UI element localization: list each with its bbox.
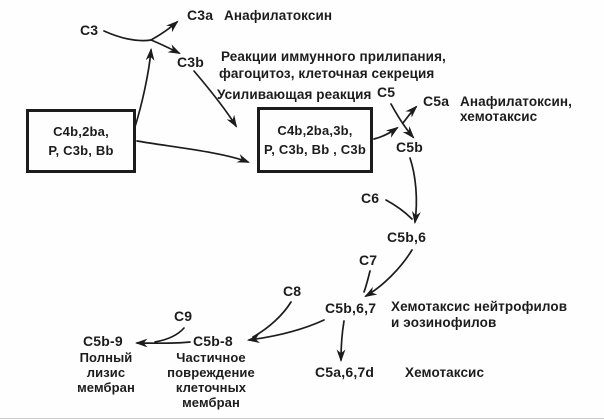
box-c5-convertase-line2: P, C3b, Bb , C3b: [264, 142, 366, 157]
node-c5b9: C5b-9: [83, 333, 123, 349]
arrow-c9-join: [154, 327, 185, 343]
arrow-c5b6-to-c5b67: [364, 249, 413, 298]
label-amplifying-reaction: Усиливающая реакция: [217, 87, 372, 102]
caption-c5b9-line2: лизис: [86, 365, 126, 380]
arrow-c5b8-to-c5b9: [134, 338, 191, 348]
node-c7: C7: [359, 252, 378, 268]
caption-c5b9-block: Полный лизис мембран: [60, 350, 152, 395]
arrow-c3-to-c3a: [150, 20, 179, 41]
node-c5b67: C5b,6,7: [325, 300, 377, 316]
arrow-c6-join: [385, 199, 413, 220]
node-c9: C9: [174, 308, 193, 324]
arrow-c3-to-c3b: [150, 39, 181, 54]
node-c5: C5: [377, 84, 396, 100]
arrow-c5b67-to-c5b8: [246, 319, 325, 344]
arrow-c8-join: [252, 301, 292, 338]
box-c5-convertase-line1: C4b,2ba,3b,: [277, 123, 353, 138]
box-c5-convertase: C4b,2ba,3b, P, C3b, Bb , C3b: [257, 107, 373, 173]
caption-c5b67-line2: и эозинофилов: [391, 315, 497, 330]
arrow-c3b-to-c5convertase: [193, 70, 238, 128]
node-c5b6: C5b,6: [387, 229, 427, 245]
node-c8: C8: [283, 283, 302, 299]
box-c3-convertase: C4b,2ba, P, C3b, Bb: [26, 109, 136, 173]
caption-c5b9-line3: мембран: [77, 380, 135, 395]
caption-c3a-anaphylatoxin: Анафилатоксин: [224, 8, 333, 23]
node-c5a: C5a: [423, 93, 450, 109]
node-c5b: C5b: [396, 139, 424, 155]
caption-c5b8-line4: мембран: [182, 395, 240, 410]
caption-c5b8-line2: повреждение: [167, 365, 255, 380]
node-c3b: C3b: [177, 54, 205, 70]
arrow-feedback-box-to-c3: [133, 47, 155, 131]
node-c5b8: C5b-8: [193, 333, 233, 349]
arrow-c5-to-c5b: [390, 103, 415, 139]
caption-c5a-line1: Анафилатоксин,: [460, 94, 572, 109]
caption-c5a-line2: хемотаксис: [460, 109, 538, 124]
caption-c5a67d-chemotaxis: Хемотаксис: [405, 365, 485, 380]
arrow-c5convertase-to-c5: [373, 126, 399, 140]
node-c6: C6: [361, 190, 380, 206]
caption-c5b8-line1: Частичное: [176, 350, 246, 365]
arrow-c5-to-c5a: [402, 105, 418, 124]
arrow-c3-stem: [103, 30, 152, 42]
caption-c5b8-block: Частичное повреждение клеточных мембран: [158, 350, 264, 410]
arrow-c5b67-to-c5a67d: [336, 320, 346, 363]
node-c5a67d: C5a,6,7d: [315, 364, 375, 380]
caption-c3b-line2: фагоцитоз, клеточная секреция: [219, 66, 435, 81]
arrow-c7-join: [363, 270, 371, 293]
box-c3-convertase-line1: C4b,2ba,: [53, 124, 109, 139]
caption-c5b67-line1: Хемотаксис нейтрофилов: [391, 299, 568, 314]
node-c3a: C3a: [187, 7, 214, 23]
caption-c3b-line1: Реакции иммунного прилипания,: [221, 49, 446, 64]
caption-c5b8-line3: клеточных: [175, 380, 247, 395]
caption-c5b9-line1: Полный: [79, 350, 133, 365]
arrow-c3convertase-to-c5convertase: [136, 140, 250, 163]
box-c3-convertase-line2: P, C3b, Bb: [48, 143, 114, 158]
arrow-c5b-to-c5b6: [409, 157, 421, 225]
node-c3: C3: [80, 22, 99, 38]
